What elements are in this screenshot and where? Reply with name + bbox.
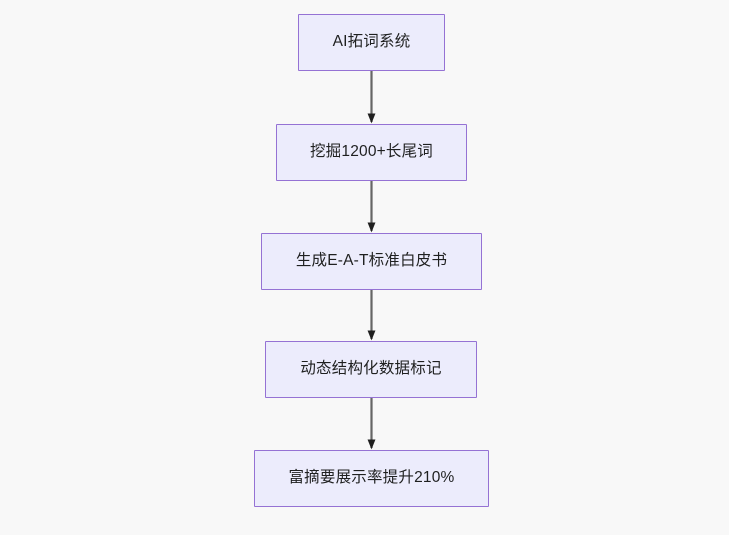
flowchart-node-mine-longtail-keywords[interactable]: 挖掘1200+长尾词 bbox=[276, 124, 467, 181]
node-label: 挖掘1200+长尾词 bbox=[309, 143, 434, 161]
node-label: 动态结构化数据标记 bbox=[300, 360, 442, 378]
flowchart-node-generate-eat-whitepaper[interactable]: 生成E-A-T标准白皮书 bbox=[261, 233, 482, 290]
flowchart-node-rich-snippet-impression-uplift[interactable]: 富摘要展示率提升210% bbox=[254, 450, 489, 507]
node-label: AI拓词系统 bbox=[332, 33, 411, 51]
flowchart-node-dynamic-structured-data-markup[interactable]: 动态结构化数据标记 bbox=[265, 341, 477, 398]
flowchart-node-ai-keyword-system[interactable]: AI拓词系统 bbox=[298, 14, 445, 71]
node-label: 生成E-A-T标准白皮书 bbox=[295, 252, 448, 270]
node-label: 富摘要展示率提升210% bbox=[288, 469, 455, 487]
